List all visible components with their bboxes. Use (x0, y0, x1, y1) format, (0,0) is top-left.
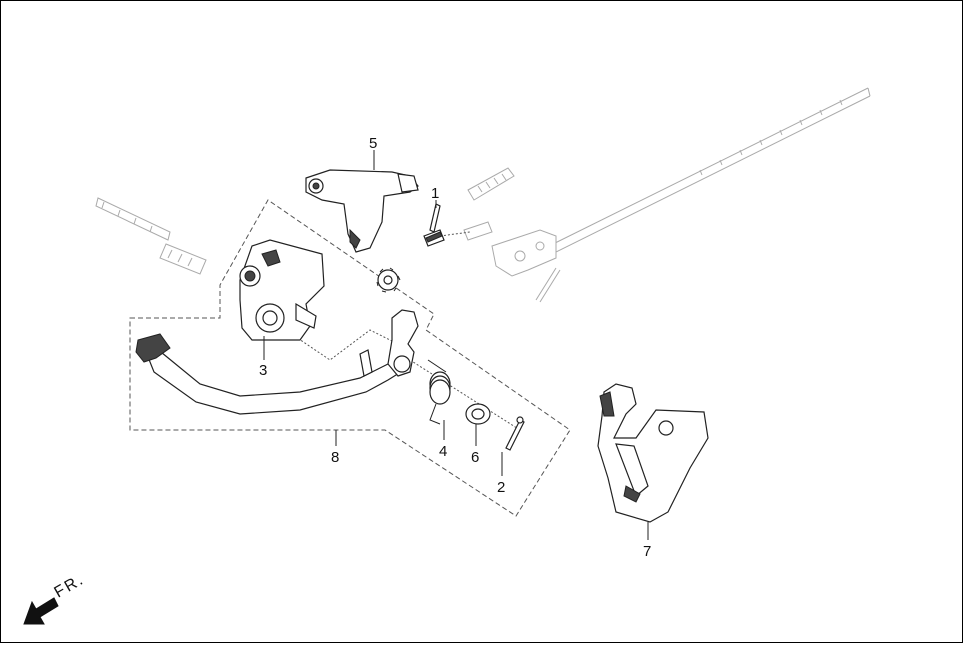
callout-5: 5 (369, 135, 377, 152)
ghost-bracket-right (491, 229, 561, 303)
assembly-line-spring (409, 359, 521, 431)
ghost-pin-center (463, 167, 515, 241)
assembly-line-bolt (439, 231, 471, 237)
pivot-bracket (239, 239, 325, 341)
callout-3: 3 (259, 362, 267, 379)
washer (465, 403, 491, 425)
bolt (423, 203, 445, 247)
front-direction-label: FR. (52, 571, 88, 602)
return-spring (427, 359, 451, 425)
callout-4: 4 (439, 443, 447, 460)
front-direction-arrow (23, 597, 59, 625)
callout-7: 7 (643, 543, 651, 560)
callout-8: 8 (331, 449, 339, 466)
gear-washer (376, 267, 401, 293)
brake-pedal (135, 309, 419, 415)
callout-2: 2 (497, 479, 505, 496)
pedal-guard (597, 383, 709, 523)
ghost-rod-left (95, 197, 207, 275)
callout-6: 6 (471, 449, 479, 466)
assembly-boundary (129, 199, 571, 517)
master-cylinder (305, 169, 419, 253)
ghost-rod-right (544, 87, 871, 257)
callout-1: 1 (431, 185, 439, 202)
cotter-pin (505, 416, 525, 451)
